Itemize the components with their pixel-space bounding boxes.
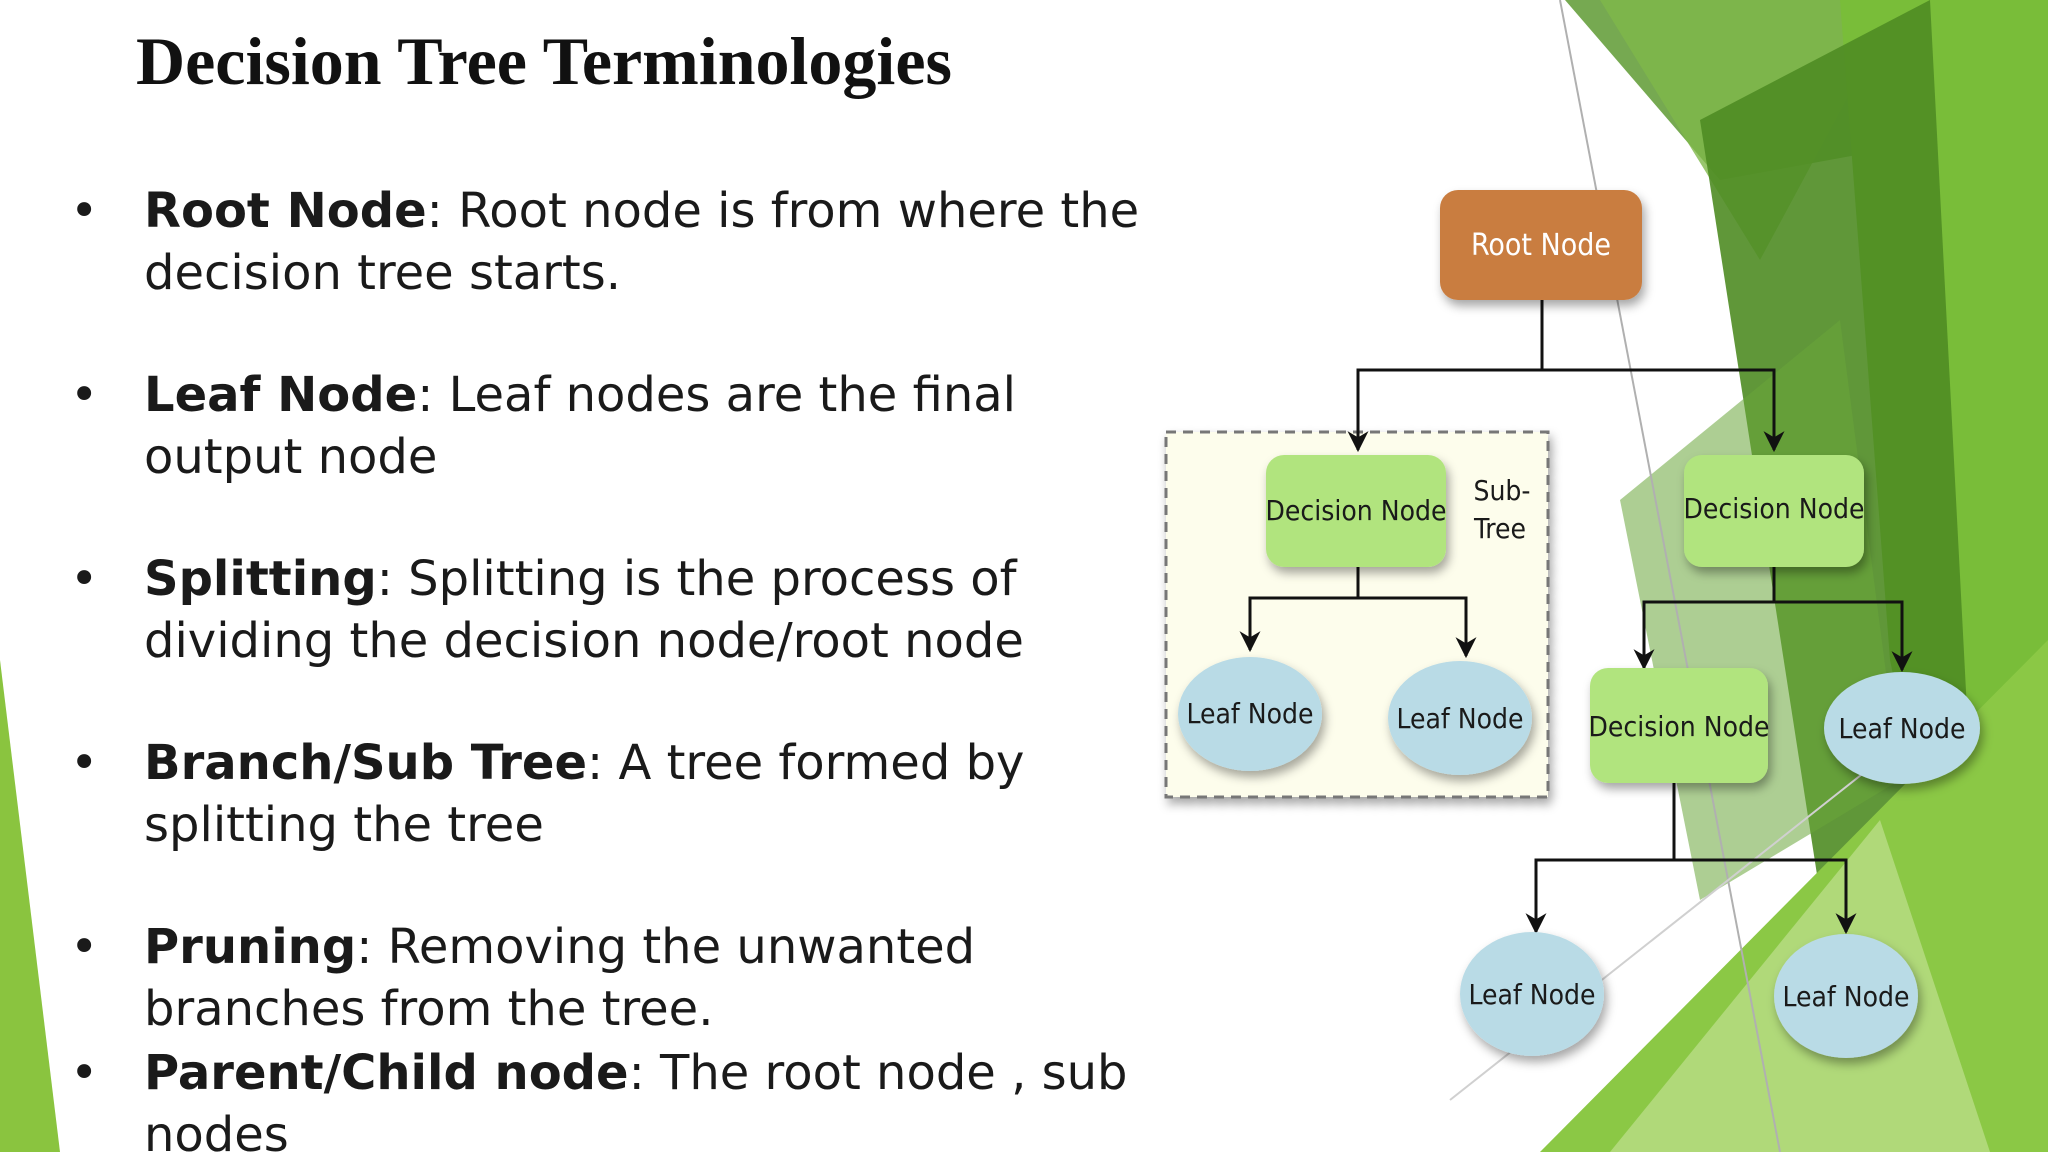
leaf-node-3-ellipse: [1824, 672, 1980, 784]
bullet-list: • Root Node: Root node is from where the…: [70, 180, 1150, 1166]
bullet-parent-child-node: • Parent/Child node: The root node , sub…: [70, 1042, 1150, 1166]
bullet-term: Parent/Child node: [144, 1045, 629, 1101]
leaf-node-1-ellipse: [1178, 657, 1322, 771]
leaf-node-5-ellipse: [1774, 934, 1918, 1058]
decision-node-right-box: [1684, 455, 1864, 567]
decision-node-left-box: [1266, 455, 1446, 567]
bullet-term: Leaf Node: [144, 367, 418, 423]
bullet-dot: •: [70, 367, 99, 423]
leaf-node-4-ellipse: [1460, 932, 1604, 1056]
bg-left-edge: [0, 660, 60, 1152]
leaf-node-1-label: Leaf Node: [1186, 697, 1313, 730]
bullet-text: A tree formed by splitting the tree: [144, 735, 1025, 853]
decision-tree-diagram: Root Node Decision Node Sub- Tree Decisi…: [1164, 190, 1980, 1058]
bullet-dot: •: [70, 183, 99, 239]
connector-decision-lower-to-leaf-4: [1525, 782, 1676, 935]
bullet-text: Removing the unwanted branches from the …: [144, 919, 976, 1037]
bullet-pruning: • Pruning: Removing the unwanted branche…: [70, 916, 1150, 1040]
bullet-splitting: • Splitting: Splitting is the process of…: [70, 548, 1150, 672]
bullet-branch-sub-tree: • Branch/Sub Tree: A tree formed by spli…: [70, 732, 1150, 856]
slide-title: Decision Tree Terminologies: [136, 23, 952, 99]
bullet-text: Leaf nodes are the final output node: [144, 367, 1016, 485]
bullet-dot: •: [70, 551, 99, 607]
bullet-text: Splitting is the process of dividing the…: [144, 551, 1024, 669]
subtree-label-line2: Tree: [1473, 512, 1526, 545]
term-separator: :: [356, 919, 373, 975]
term-separator: :: [426, 183, 443, 239]
leaf-node-5-label: Leaf Node: [1782, 980, 1909, 1013]
decision-node-right-label: Decision Node: [1683, 492, 1864, 525]
decision-node-left-label: Decision Node: [1265, 494, 1446, 527]
root-node-label: Root Node: [1471, 228, 1611, 263]
term-separator: :: [587, 735, 604, 791]
connector-decision-lower-to-leaf-5: [1674, 858, 1857, 935]
term-separator: :: [417, 367, 434, 423]
bullet-leaf-node: • Leaf Node: Leaf nodes are the final ou…: [70, 364, 1150, 488]
bullet-term: Root Node: [144, 183, 427, 239]
bullet-term: Branch/Sub Tree: [144, 735, 588, 791]
leaf-node-2-ellipse: [1388, 661, 1532, 775]
tree-connectors: [1239, 300, 1913, 935]
bullet-term: Pruning: [144, 919, 357, 975]
leaf-node-2-label: Leaf Node: [1396, 702, 1523, 735]
bullet-dot: •: [70, 919, 99, 975]
connector-root-to-decision-right: [1542, 368, 1785, 453]
connector-decision-right-to-decision-lower: [1633, 566, 1776, 671]
connector-root-to-decision-left: [1347, 300, 1544, 453]
leaf-node-3-label: Leaf Node: [1838, 712, 1965, 745]
leaf-node-4-label: Leaf Node: [1468, 978, 1595, 1011]
connector-decision-right-to-leaf-3: [1774, 600, 1913, 673]
bullet-dot: •: [70, 735, 99, 791]
connector-decision-left-to-leaf-2: [1358, 596, 1477, 659]
term-separator: :: [376, 551, 393, 607]
decision-node-lower-label: Decision Node: [1588, 710, 1769, 743]
subtree-label-line1: Sub-: [1473, 474, 1530, 507]
bullet-term: Splitting: [144, 551, 377, 607]
term-separator: :: [628, 1045, 645, 1101]
bullet-text: Root node is from where the decision tre…: [144, 183, 1140, 301]
bullet-root-node: • Root Node: Root node is from where the…: [70, 180, 1150, 304]
bullet-dot: •: [70, 1045, 99, 1101]
decision-node-lower-box: [1590, 668, 1768, 783]
root-node-box: [1440, 190, 1642, 300]
connector-decision-left-to-leaf-1: [1239, 566, 1360, 653]
